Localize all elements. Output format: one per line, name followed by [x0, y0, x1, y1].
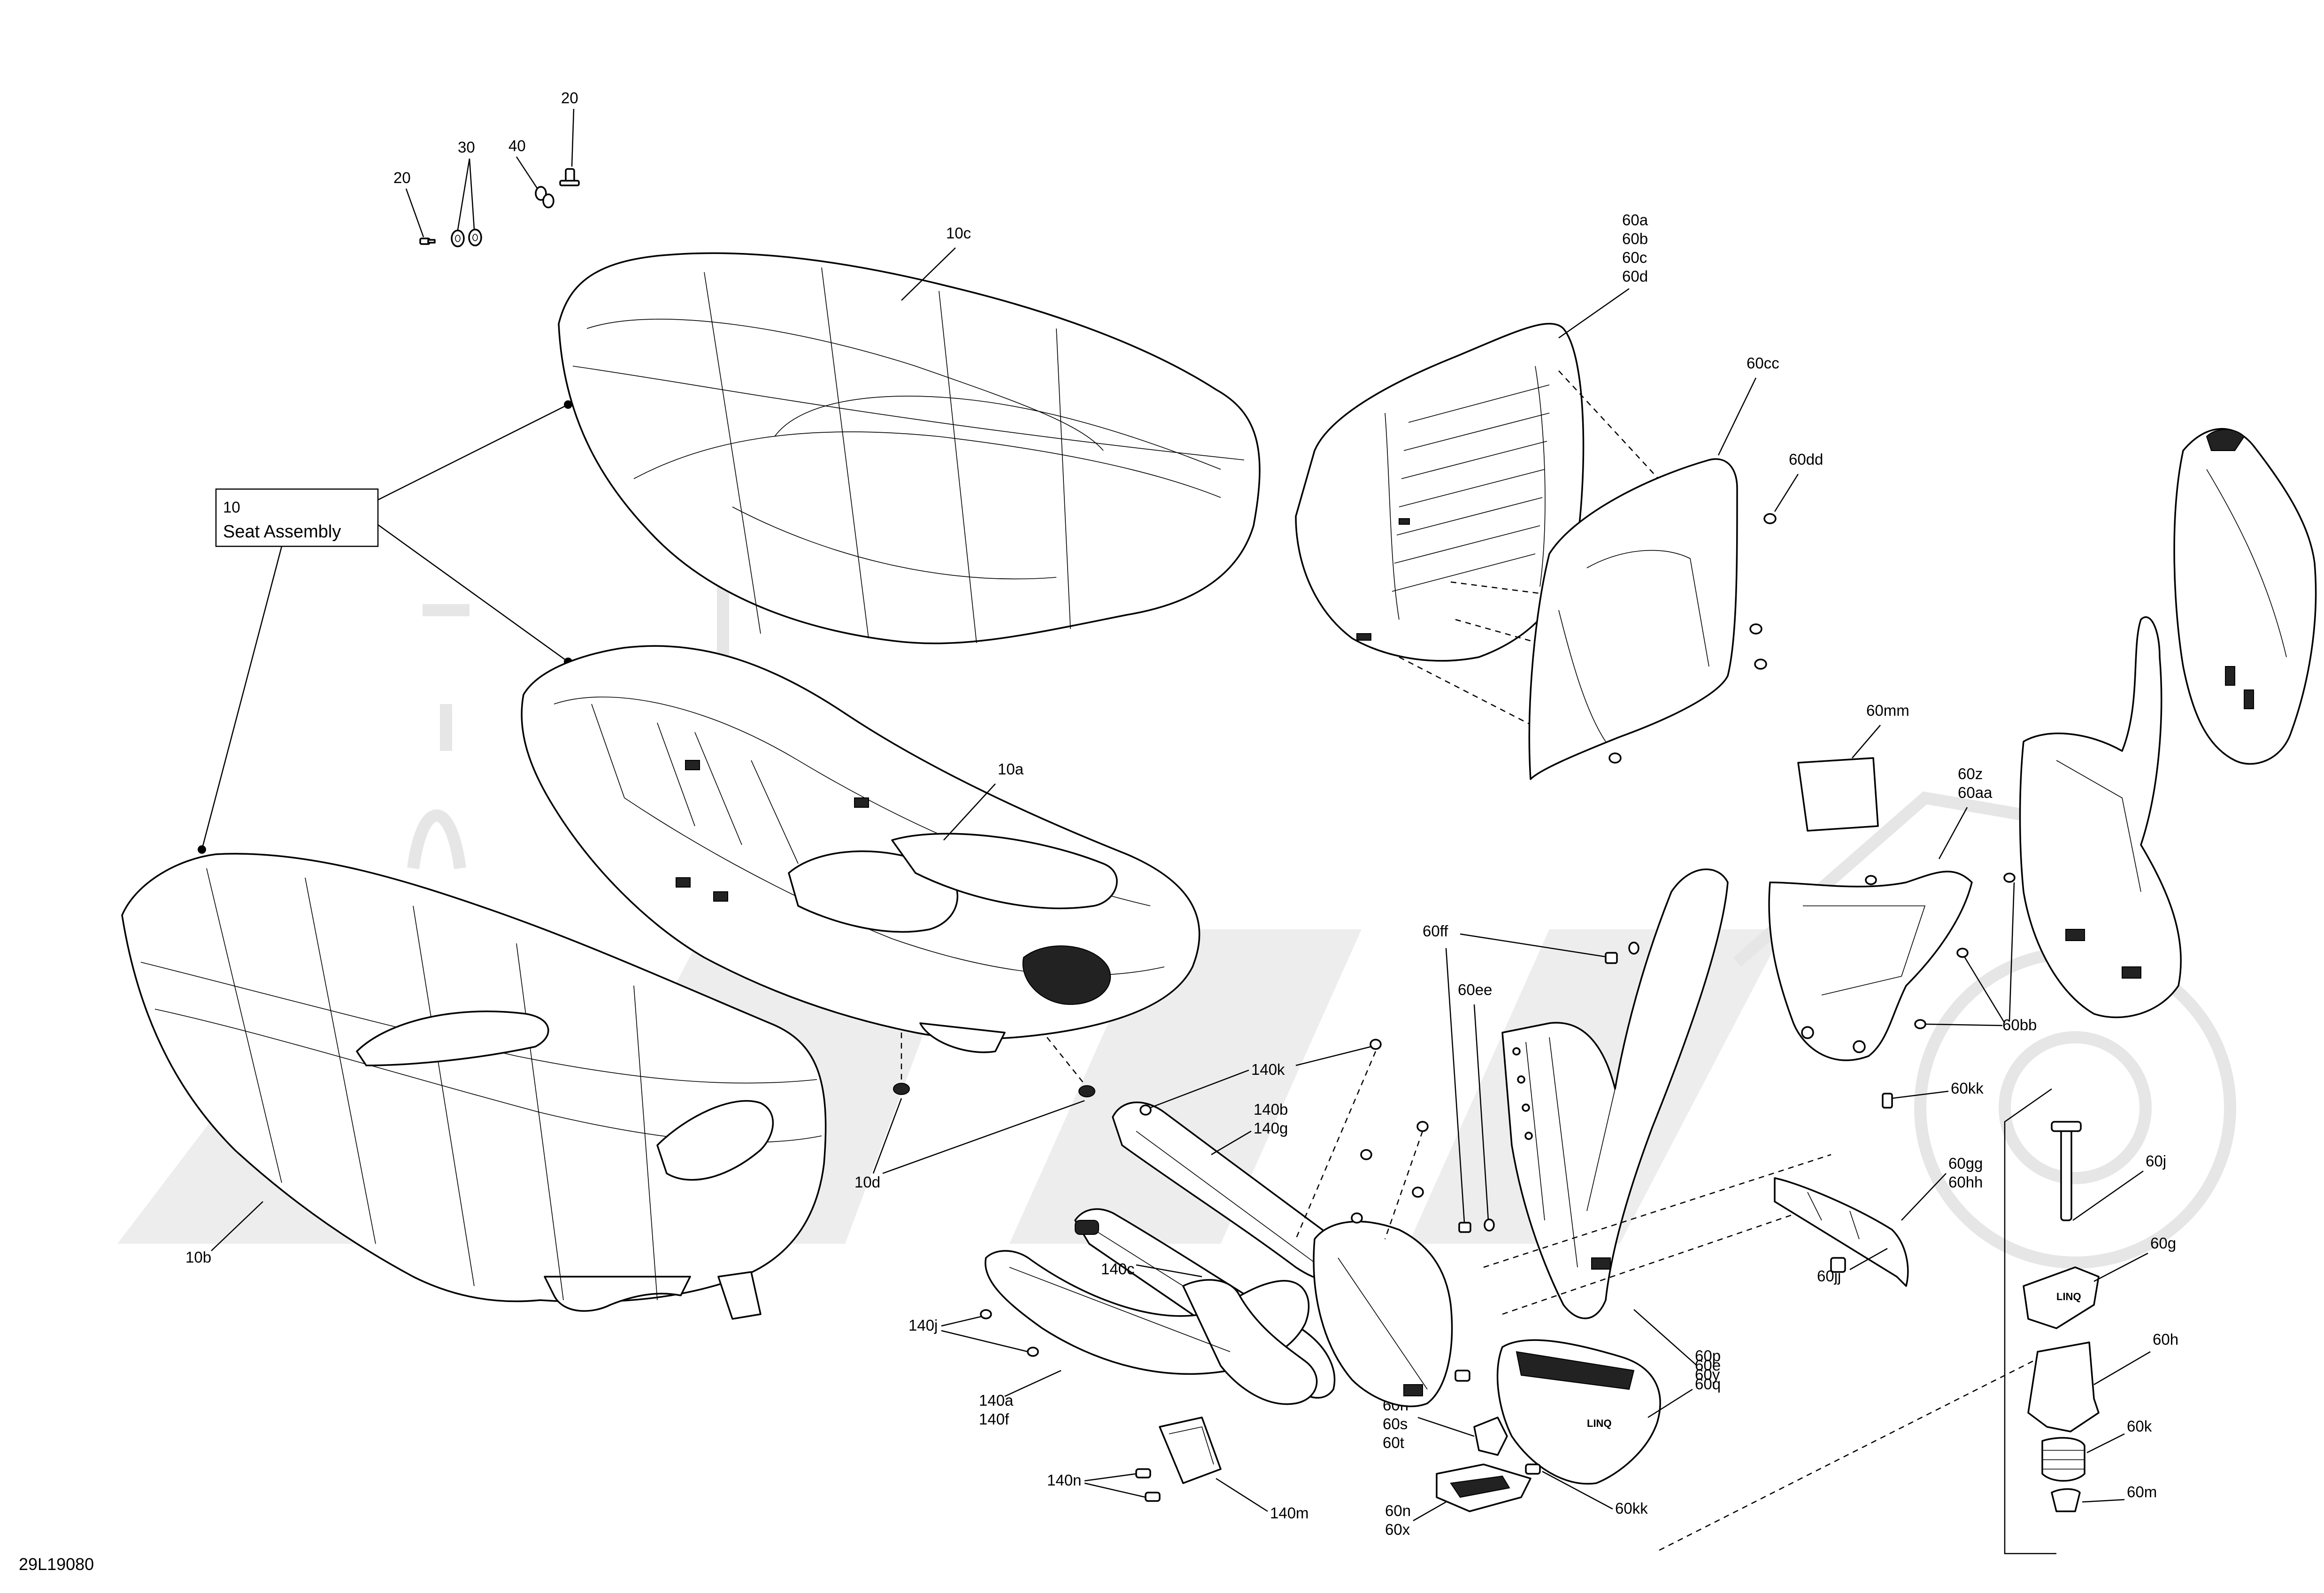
callout-140c: 140c	[1101, 1260, 1135, 1278]
screw-icon	[1608, 513, 1777, 764]
latch-clip	[1473, 1417, 1508, 1456]
armrest-housing	[1313, 1220, 1453, 1408]
screw-icon	[419, 237, 436, 245]
seat-base-10a	[521, 645, 1200, 1053]
screw-icon	[1605, 942, 1639, 964]
callout-40: 40	[508, 137, 526, 154]
callout-10a: 10a	[998, 760, 1024, 778]
callout-60y: 60y	[1695, 1366, 1720, 1383]
screw-icon	[1865, 873, 2016, 1029]
callout-140g: 140g	[1254, 1119, 1288, 1137]
nut-icon	[535, 186, 554, 208]
callout-140j: 140j	[908, 1317, 938, 1334]
callout-10c: 10c	[946, 224, 971, 242]
seat-cover-10c	[558, 252, 1261, 644]
callout-60kk-right: 60kk	[1951, 1080, 1984, 1097]
callout-10b: 10b	[185, 1248, 211, 1266]
callout-60mm: 60mm	[1866, 702, 1909, 719]
backrest-cover-60cc	[1528, 458, 1738, 780]
callout-60m: 60m	[2127, 1483, 2157, 1501]
callout-60kk-bottom: 60kk	[1615, 1500, 1648, 1517]
pad-140m	[1159, 1417, 1222, 1484]
callout-60c: 60c	[1622, 249, 1647, 266]
bracket-60z	[1768, 871, 1973, 1061]
callout-140b: 140b	[1254, 1101, 1288, 1118]
screw-icon	[559, 168, 580, 186]
screw-icon	[1525, 1463, 1541, 1475]
callout-60aa: 60aa	[1958, 784, 1993, 801]
callout-60j: 60j	[2146, 1152, 2166, 1170]
screw-icon	[1882, 1093, 1893, 1109]
callout-60z: 60z	[1958, 765, 1983, 782]
washer-icon	[451, 229, 482, 247]
assembly-title: Seat Assembly	[223, 522, 341, 542]
callout-20-left: 20	[393, 169, 411, 186]
screw-icon	[980, 1309, 1039, 1357]
callout-60d: 60d	[1622, 268, 1648, 285]
backrest-frame-60e	[1501, 868, 1729, 1319]
armrest-base-60p: LINQ	[1496, 1339, 1661, 1485]
bezel-60n	[1436, 1463, 1531, 1512]
armrest-logo: LINQ	[1587, 1417, 1612, 1429]
callout-60e: 60e	[1695, 1356, 1721, 1374]
seat-assembly-label: 10 Seat Assembly	[215, 488, 379, 547]
callout-140f: 140f	[979, 1410, 1009, 1428]
screw-icon	[1139, 1039, 1429, 1224]
diagram-id: 29L19080	[19, 1555, 94, 1574]
assembly-number: 10	[223, 498, 240, 516]
screw-icon	[1458, 1218, 1495, 1233]
callout-60k: 60k	[2127, 1417, 2152, 1435]
callout-60g-right: 60g	[2150, 1234, 2176, 1252]
callout-20-top: 20	[561, 89, 578, 107]
clip-60gg	[1774, 1177, 1909, 1287]
callout-60ff: 60ff	[1423, 922, 1448, 940]
callout-140n: 140n	[1047, 1471, 1081, 1489]
callout-10d: 10d	[854, 1173, 880, 1191]
bumper-10d	[893, 1033, 1095, 1097]
callout-60bb: 60bb	[2002, 1016, 2037, 1034]
seat-cushion-10b	[121, 853, 827, 1320]
nut-icon	[1830, 1257, 1846, 1273]
callout-60h-right: 60h	[2153, 1331, 2178, 1348]
callout-60s: 60s	[1383, 1415, 1408, 1432]
callout-60gg: 60gg	[1948, 1155, 1983, 1172]
callout-60q: 60q	[1695, 1375, 1721, 1393]
callout-60p: 60p	[1695, 1347, 1721, 1364]
armrest-cover-140a	[985, 1250, 1318, 1405]
callout-60cc: 60cc	[1747, 354, 1779, 372]
screw-icon	[1454, 1370, 1470, 1382]
decal-60mm	[1797, 757, 1879, 832]
screw-icon	[1135, 1468, 1161, 1502]
latch-assembly: LINQ	[2004, 1088, 2100, 1555]
callout-60a: 60a	[1622, 211, 1648, 229]
callout-60n: 60n	[1385, 1502, 1411, 1519]
callout-60dd: 60dd	[1789, 451, 1823, 468]
armrest-cushion	[2173, 428, 2317, 765]
callout-140m: 140m	[1270, 1504, 1309, 1522]
callout-140k: 140k	[1251, 1061, 1285, 1078]
callout-30: 30	[458, 138, 475, 156]
callout-60b: 60b	[1622, 230, 1648, 247]
callout-60hh: 60hh	[1948, 1173, 1983, 1191]
callout-60x: 60x	[1385, 1521, 1410, 1538]
latch-logo: LINQ	[2056, 1291, 2081, 1302]
armrest-bracket	[2019, 616, 2182, 1019]
callout-60t: 60t	[1383, 1434, 1404, 1451]
callout-60ee: 60ee	[1458, 981, 1492, 998]
hardware-cluster-top: 20 30 40 20	[393, 89, 580, 247]
